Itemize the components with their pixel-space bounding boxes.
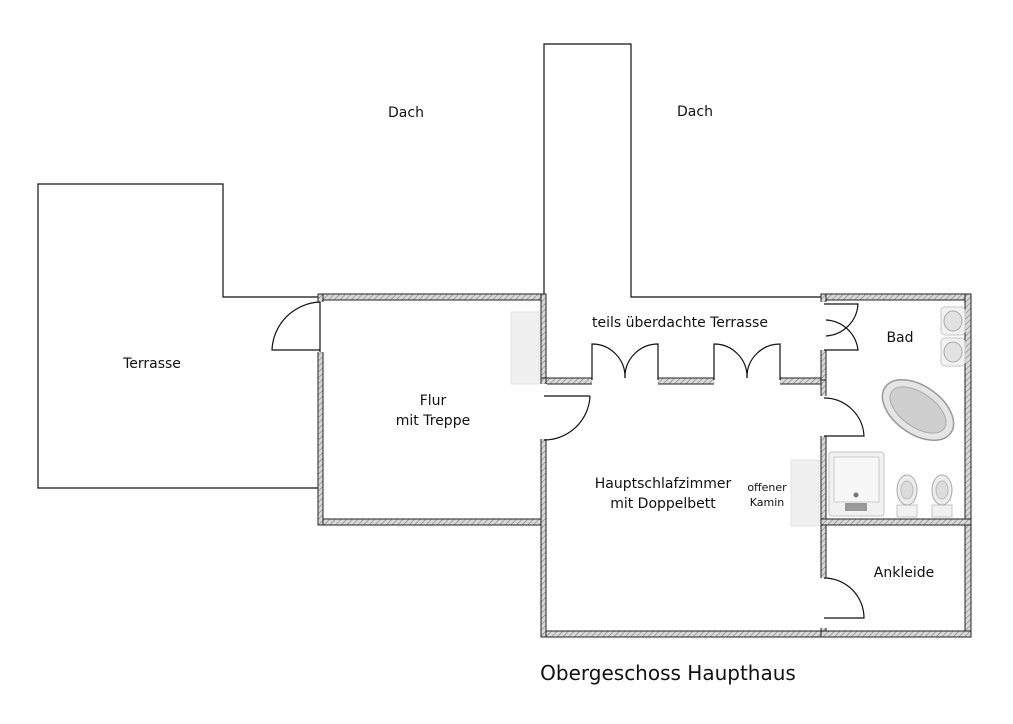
label-bad: Bad xyxy=(886,330,913,346)
label-dach-left: Dach xyxy=(388,105,424,121)
label-kamin: Kamin xyxy=(750,496,785,509)
label-flur: Flur xyxy=(420,393,447,409)
label-ankleide: Ankleide xyxy=(874,565,934,581)
fireplace-fixture xyxy=(790,459,820,527)
plan-caption: Obergeschoss Haupthaus xyxy=(540,661,796,685)
label-teils-terrasse: teils überdachte Terrasse xyxy=(592,315,768,331)
roof-column-outline xyxy=(543,43,822,298)
label-terrasse: Terrasse xyxy=(122,356,181,372)
door-swings xyxy=(271,301,865,619)
label-hauptschlafzimmer: Hauptschlafzimmer xyxy=(595,476,732,492)
hauptschlafzimmer-walls xyxy=(540,377,827,638)
label-flur-treppe: mit Treppe xyxy=(396,413,470,429)
label-offener: offener xyxy=(747,481,787,494)
bathroom-fixtures xyxy=(828,306,966,518)
label-dach-right: Dach xyxy=(677,104,713,120)
label-doppelbett: mit Doppelbett xyxy=(610,496,716,512)
door-openings xyxy=(317,302,827,628)
terrace-outline xyxy=(37,183,318,489)
stair-fixture xyxy=(510,311,540,385)
bad-walls xyxy=(820,293,972,638)
